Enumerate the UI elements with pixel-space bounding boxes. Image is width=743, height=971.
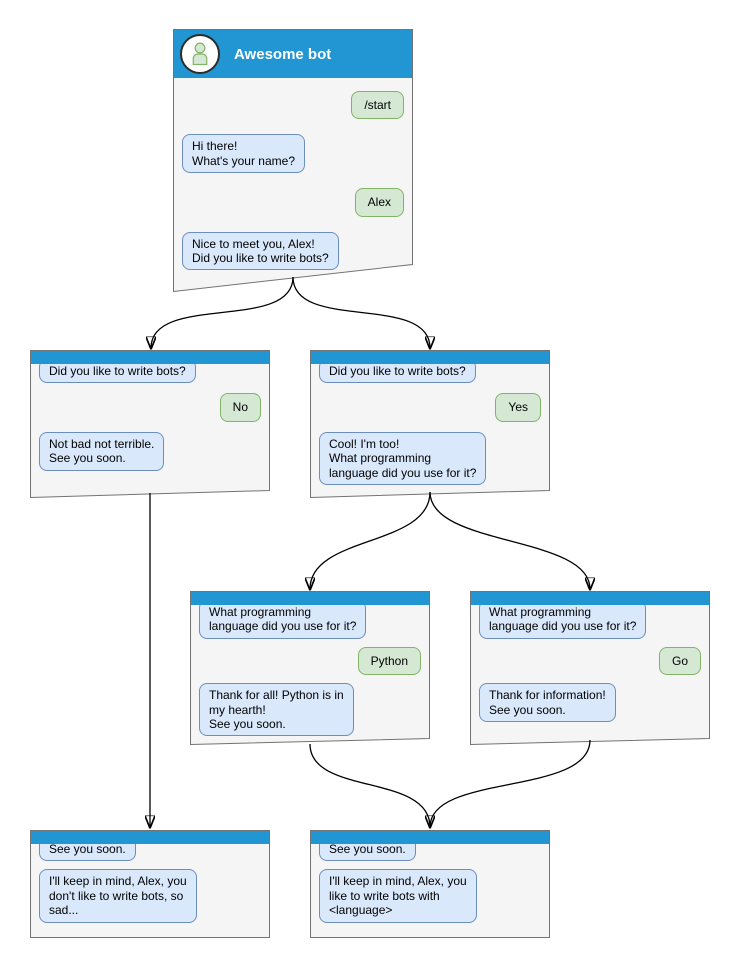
edge-python-to-end-yes [309, 743, 430, 827]
chat-node-end-yes: See you soon. I'll keep in mind, Alex, y… [310, 830, 550, 938]
person-icon [180, 34, 220, 74]
edge-yes-to-go [429, 491, 590, 589]
chat-bubble-bot: Thank for information! See you soon. [479, 683, 616, 722]
chat-bubble-user: /start [351, 91, 404, 120]
chat-bubble-user: Yes [495, 393, 541, 422]
chat-header [31, 351, 269, 364]
chat-bubble-bot: Nice to meet you, Alex! Did you like to … [182, 231, 339, 271]
chat-bubble-bot: Hi there! What's your name? [182, 134, 306, 174]
chat-node-start: Awesome bot /start Hi there! What's your… [173, 29, 413, 292]
chat-bubble-bot: Thank for all! Python is in my hearth! S… [199, 683, 354, 737]
chat-bubble-bot: Cool! I'm too! What programming language… [319, 431, 487, 485]
chat-bubble-bot: What programming language did you use fo… [479, 600, 647, 639]
chat-header [31, 831, 269, 844]
chat-bubble-user: Alex [354, 188, 404, 217]
chat-bubble-user: Python [357, 646, 421, 676]
edge-yes-to-python [310, 491, 431, 589]
chat-bubble-bot: Not bad not terrible. See you soon. [39, 431, 165, 471]
chat-header: Awesome bot [174, 30, 412, 78]
chat-bubble-bot: I'll keep in mind, Alex, you like to wri… [319, 869, 477, 923]
chat-node-end-no: See you soon. I'll keep in mind, Alex, y… [30, 830, 270, 938]
chat-node-branch-no: Did you like to write bots? No Not bad n… [30, 350, 270, 498]
chat-header [311, 351, 549, 364]
chat-bubble-bot: I'll keep in mind, Alex, you don't like … [39, 869, 197, 923]
chat-header [191, 592, 429, 605]
edge-go-to-end-yes [429, 739, 591, 828]
bot-name: Awesome bot [234, 45, 332, 63]
chat-node-branch-yes: Did you like to write bots? Yes Cool! I'… [310, 350, 550, 498]
chat-header [471, 592, 709, 605]
chat-bubble-user: No [219, 393, 261, 422]
chat-node-go: What programming language did you use fo… [470, 591, 710, 745]
chat-node-python: What programming language did you use fo… [190, 591, 430, 745]
chat-header [311, 831, 549, 844]
chat-bubble-bot: What programming language did you use fo… [199, 600, 367, 639]
chat-bubble-user: Go [658, 646, 701, 676]
